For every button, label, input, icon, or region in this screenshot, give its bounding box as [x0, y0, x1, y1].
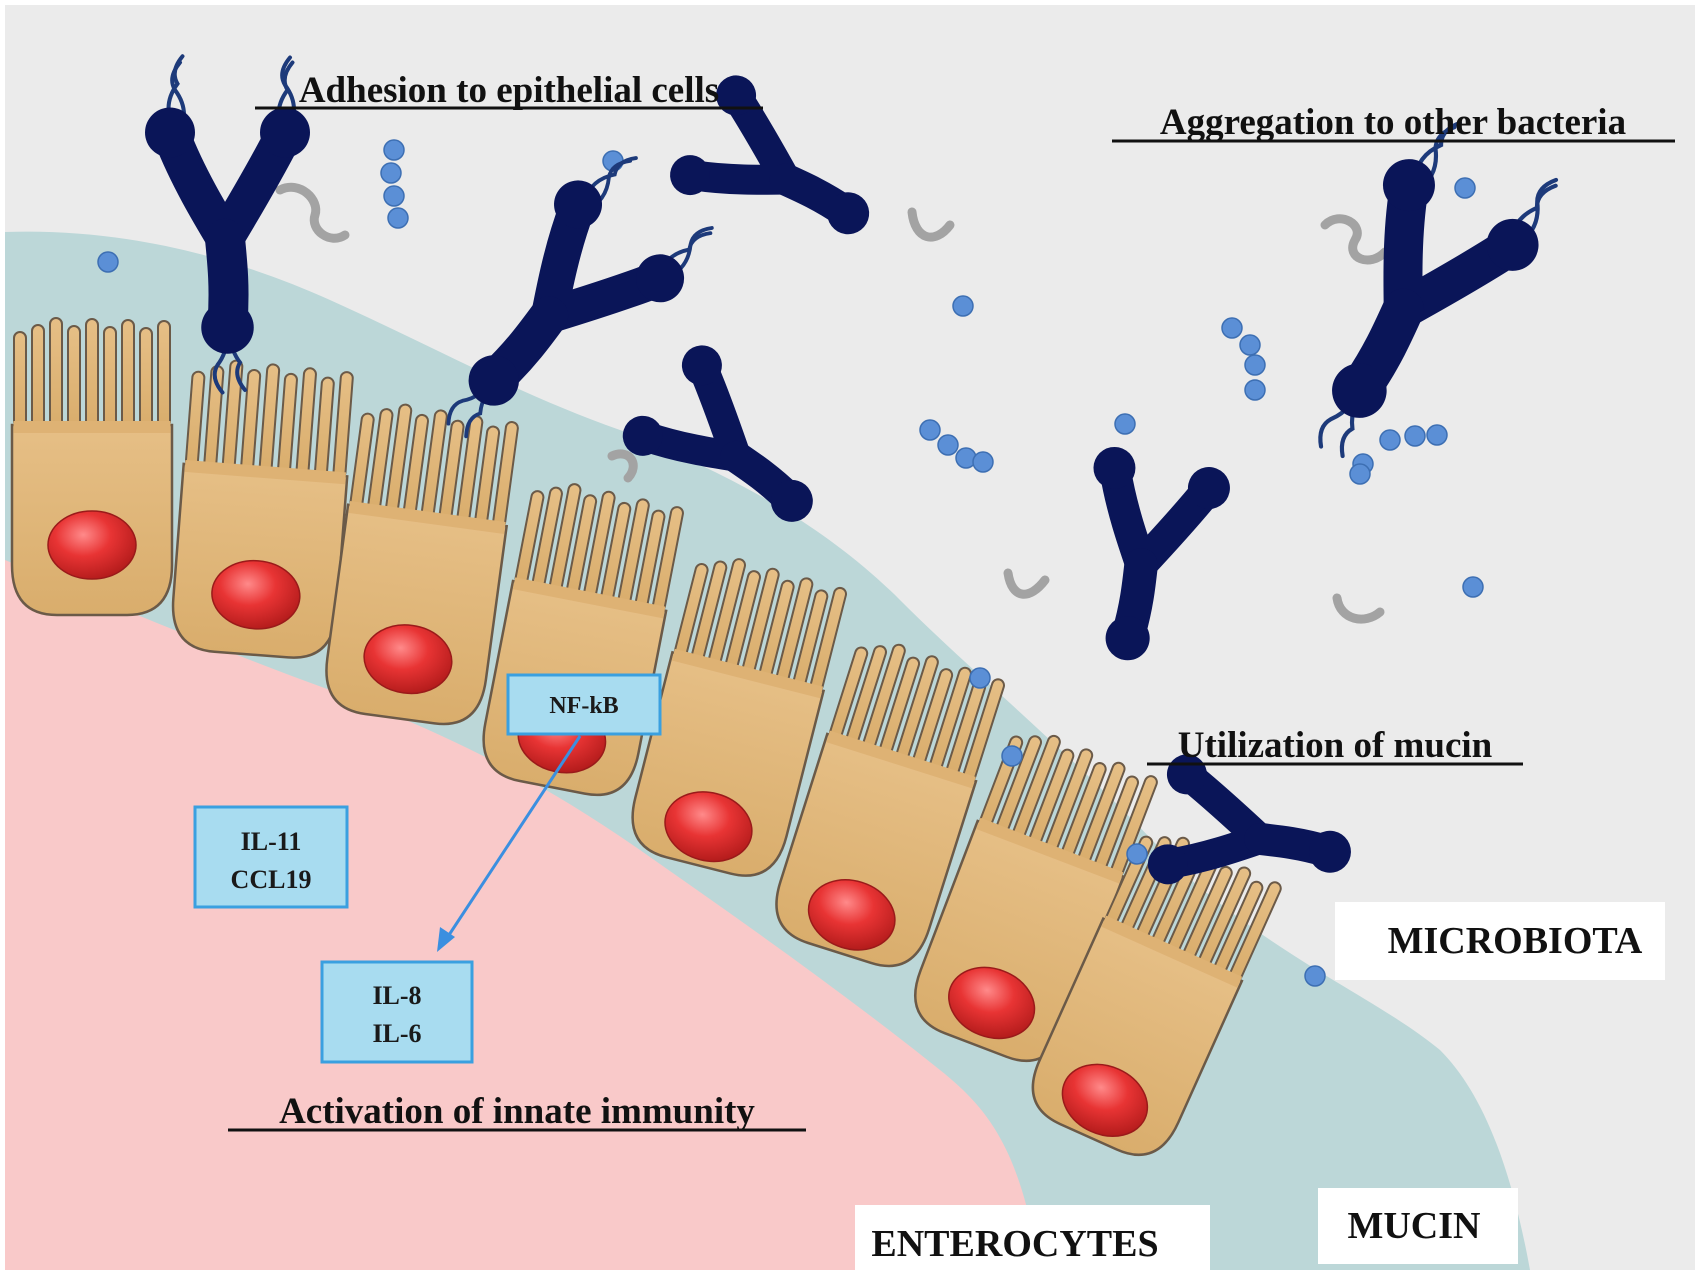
nucleus-icon	[1061, 1063, 1149, 1137]
bifidobacterium-icon	[622, 345, 813, 522]
microbiota-label-bg	[1335, 902, 1665, 980]
coccus-icon	[1114, 413, 1136, 435]
enterocyte-cell	[775, 643, 1005, 968]
nfkb-arrow	[445, 735, 582, 939]
tissue-region	[5, 560, 1040, 1270]
il6-label: IL-6	[372, 1019, 421, 1048]
worm-bacterium-icon	[275, 182, 350, 243]
microbiota-label: MICROBIOTA	[1388, 920, 1643, 962]
nfkb-label: NF-kB	[549, 693, 618, 719]
enterocyte-cell	[325, 403, 519, 726]
coccus-icon	[97, 251, 119, 273]
nfkb-box: NF-kB	[506, 673, 662, 736]
coccus-icon	[972, 451, 994, 473]
coccus-icon	[383, 185, 405, 207]
coccus-icon	[383, 139, 405, 161]
il8-label: IL-8	[372, 981, 421, 1010]
nucleus-icon	[47, 510, 137, 580]
bifidobacterium-icon	[446, 156, 714, 439]
mucin-utilization-heading: Utilization of mucin	[1147, 725, 1523, 766]
coccus-icon	[1426, 424, 1448, 446]
cocci-dots	[97, 139, 1519, 987]
nucleus-icon	[807, 879, 896, 951]
enterocyte-cell	[10, 317, 174, 617]
coccus-icon	[1126, 843, 1148, 865]
coccus-icon	[1462, 576, 1484, 598]
coccus-icon	[1404, 425, 1426, 447]
ccl19-label: CCL19	[231, 865, 312, 894]
aggregation-heading: Aggregation to other bacteria	[1112, 102, 1675, 143]
coccus-icon	[1001, 745, 1023, 767]
svg-text:Adhesion to epithelial cells: Adhesion to epithelial cells	[299, 70, 719, 111]
coccus-icon	[387, 207, 409, 229]
coccus-icon	[937, 434, 959, 456]
il8-il6-box: IL-8 IL-6	[320, 960, 474, 1064]
worm-bacterium-icon	[1332, 593, 1385, 624]
nucleus-icon	[363, 624, 453, 695]
enterocyte-layer	[10, 317, 1282, 1157]
coccus-icon	[1239, 334, 1261, 356]
bifidobacterium-icon	[670, 75, 870, 235]
coccus-icon	[1379, 429, 1401, 451]
coccus-icon	[1244, 379, 1266, 401]
il11-ccl19-box: IL-11 CCL19	[193, 805, 349, 909]
bifidobacteria	[145, 54, 1559, 885]
adhesion-heading: Adhesion to epithelial cells	[255, 70, 763, 111]
coccus-icon	[1221, 317, 1243, 339]
coccus-icon	[380, 162, 402, 184]
enterocytes-label: ENTEROCYTES	[871, 1223, 1158, 1265]
svg-text:Activation of innate immunity: Activation of innate immunity	[279, 1091, 755, 1132]
nucleus-icon	[948, 966, 1036, 1040]
worm-bacterium-icon	[607, 449, 638, 483]
bifidobacterium-icon	[1318, 120, 1559, 459]
enterocyte-cell	[914, 734, 1158, 1062]
svg-text:Aggregation to other bacteria: Aggregation to other bacteria	[1160, 102, 1626, 143]
worm-bacteria	[275, 182, 1390, 624]
coccus-icon	[952, 295, 974, 317]
arrow-head-icon	[437, 927, 455, 952]
mucin-label: MUCIN	[1348, 1205, 1481, 1247]
coccus-icon	[1454, 177, 1476, 199]
worm-bacterium-icon	[1003, 568, 1050, 599]
worm-bacterium-icon	[907, 207, 955, 242]
worm-bacterium-icon	[1320, 214, 1390, 265]
il11-label: IL-11	[241, 827, 302, 856]
coccus-icon	[1244, 354, 1266, 376]
svg-text:Utilization of mucin: Utilization of mucin	[1178, 725, 1493, 766]
bifidobacterium-icon	[1093, 446, 1230, 661]
mucin-label-bg	[1318, 1188, 1518, 1264]
coccus-icon	[919, 419, 941, 441]
coccus-icon	[1304, 965, 1326, 987]
nucleus-icon	[664, 791, 753, 863]
nucleus-icon	[211, 559, 301, 630]
coccus-icon	[1349, 463, 1371, 485]
innate-immunity-heading: Activation of innate immunity	[228, 1091, 806, 1132]
coccus-icon	[969, 667, 991, 689]
enterocyte-cell	[631, 558, 848, 877]
enterocytes-label-bg	[855, 1205, 1210, 1270]
bifidobacterium-icon	[145, 54, 310, 395]
